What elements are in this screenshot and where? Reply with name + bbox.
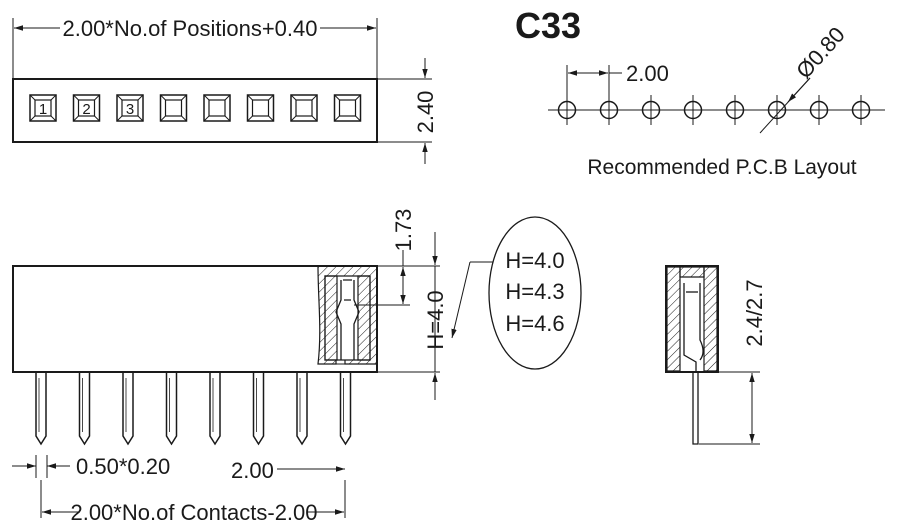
- pin-number: 2: [82, 101, 90, 118]
- front-pin: [339, 372, 352, 446]
- pcb-hole: [596, 95, 622, 125]
- front-view: 1.73 H=4.0 0.50*0.20 2.00 2.00*No.of Con…: [12, 209, 448, 525]
- pin-number: 1: [39, 101, 47, 118]
- pcb-hole: [848, 95, 874, 125]
- front-pin: [252, 372, 265, 446]
- height-options: H=4.0 H=4.3 H=4.6: [451, 216, 582, 370]
- top-length-dim: 2.00*No.of Positions+0.40: [62, 16, 317, 41]
- pin-slot: [203, 94, 231, 122]
- pin-slot: [333, 94, 362, 122]
- pin-slot: [159, 94, 188, 122]
- side-tail-dim: 2.4/2.7: [742, 279, 767, 346]
- pcb-hole: [638, 95, 664, 125]
- pin-slot: 1: [29, 94, 57, 122]
- front-pitch-dim: 2.00: [231, 458, 274, 483]
- height-option-1: H=4.0: [505, 248, 564, 273]
- pcb-caption: Recommended P.C.B Layout: [587, 156, 856, 179]
- pcb-pitch-dim: 2.00: [626, 61, 669, 86]
- pcb-hole: [554, 95, 580, 125]
- top-height-dim: 2.40: [413, 91, 438, 134]
- pin-slot: 3: [116, 94, 144, 122]
- front-pin: [165, 372, 178, 446]
- front-pins: [35, 372, 352, 446]
- pcb-hole: [722, 95, 748, 125]
- top-view: 2.00*No.of Positions+0.40 1 2 3 2.40: [12, 16, 438, 164]
- front-pin: [209, 372, 221, 446]
- front-height-dim: H=4.0: [423, 290, 448, 349]
- front-pin: [296, 372, 308, 446]
- pin-number: 3: [126, 101, 134, 118]
- front-pin: [78, 372, 91, 446]
- pin-slot: 2: [72, 94, 101, 122]
- pcb-hole: [680, 95, 706, 125]
- pcb-hole: [806, 95, 832, 125]
- pcb-holes: [548, 95, 885, 125]
- pin-slot: [290, 94, 318, 122]
- side-view: 2.4/2.7: [665, 265, 767, 445]
- height-option-2: H=4.3: [505, 279, 564, 304]
- part-code: C33: [515, 5, 581, 46]
- pin-slots: 1 2 3: [29, 94, 362, 122]
- height-option-3: H=4.6: [505, 311, 564, 336]
- front-pin: [35, 372, 47, 446]
- connector-top-body: [12, 78, 378, 143]
- front-pin: [122, 372, 134, 446]
- pin-slot: [246, 94, 275, 122]
- pcb-hole-dim: Ø0.80: [791, 22, 850, 83]
- front-top-dim: 1.73: [391, 209, 416, 252]
- pcb-layout: 2.00 Ø0.80 Recommended P.C.B Layout: [548, 22, 885, 179]
- front-span-dim: 2.00*No.of Contacts-2.00: [70, 500, 317, 525]
- pcb-hole: [764, 95, 790, 125]
- pin-size-dim: 0.50*0.20: [76, 454, 170, 479]
